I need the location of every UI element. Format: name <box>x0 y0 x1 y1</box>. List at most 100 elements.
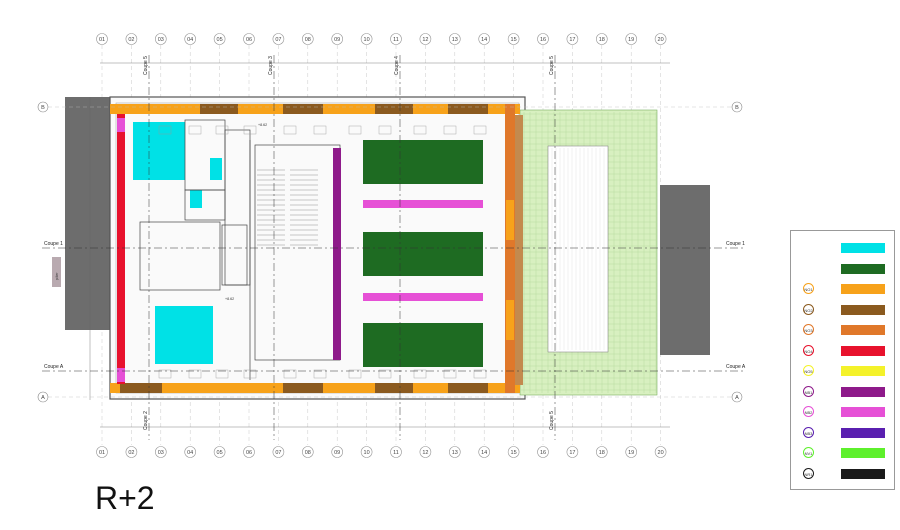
axis-top-label: 08 <box>305 37 311 43</box>
row-label-b-right: B <box>735 105 739 111</box>
axis-top-label: 06 <box>246 37 252 43</box>
axis-top-label: 20 <box>658 37 664 43</box>
purple-band <box>333 148 341 360</box>
axis-bottom-bubble <box>272 446 285 458</box>
axis-top-bubble <box>507 33 520 45</box>
axis-bottom-bubble <box>331 446 344 458</box>
legend-item <box>799 241 889 255</box>
section-label-1-left: Coupe 1 <box>44 241 63 247</box>
section-label-1-right: Coupe 1 <box>726 241 745 247</box>
legend-code-badge: NV1 <box>803 447 814 458</box>
axis-bottom-label: 16 <box>540 450 546 456</box>
axis-top-bubble <box>360 33 373 45</box>
cyan-room-south <box>155 306 213 364</box>
axis-bottom-bubble <box>566 446 579 458</box>
brown-beams <box>120 104 523 393</box>
axis-top-label: 14 <box>481 37 487 43</box>
level-mark-2: +8.62 <box>225 297 234 301</box>
axis-top-bubble <box>448 33 461 45</box>
axis-bottom-label: 08 <box>305 450 311 456</box>
row-axis-b: B B <box>37 101 743 113</box>
section-cut-vertical <box>148 55 556 440</box>
legend-code-badge: NO1 <box>803 283 814 294</box>
axis-top-label: 19 <box>628 37 634 43</box>
east-beam-light-2 <box>506 300 514 340</box>
axis-bottom-bubble <box>507 446 520 458</box>
axis-bottom-label: 04 <box>187 450 193 456</box>
axis-bottom-label: 20 <box>658 450 664 456</box>
green-block-3 <box>363 323 483 367</box>
east-beam-light <box>506 200 514 240</box>
axis-bottom-label: 06 <box>246 450 252 456</box>
legend-item: NO4 <box>799 344 889 358</box>
legend-swatch-green <box>841 263 885 274</box>
axis-top-label: 11 <box>393 37 399 43</box>
axis-bottom-bubble <box>390 446 402 458</box>
axis-bottom-label: 05 <box>217 450 223 456</box>
legend-item: NO3 <box>799 323 889 337</box>
row-label-a-right: A <box>735 395 739 401</box>
west-facade-pink <box>117 118 125 132</box>
legend-item: NO2 <box>799 303 889 317</box>
axis-bottom-label: 07 <box>275 450 281 456</box>
axis-top-label: 09 <box>334 37 340 43</box>
legend-code-badge: NB2 <box>803 406 814 417</box>
axis-bottom-bubble <box>213 446 226 458</box>
axis-top-bubble <box>243 33 255 45</box>
legend-code-badge: NR1 <box>803 467 814 479</box>
axis-top-label: 12 <box>422 37 428 43</box>
section-label-a-left: Coupe A <box>44 364 64 370</box>
axis-top-label: 03 <box>158 37 164 43</box>
column-details <box>158 125 487 379</box>
axis-top-bubble <box>478 33 491 45</box>
cyan-room-small-2 <box>210 158 222 180</box>
axis-bottom-label: 18 <box>599 450 605 456</box>
axis-top-bubble <box>331 33 344 45</box>
floor-title: R+2 <box>95 480 155 516</box>
axis-bottom-bubble <box>125 446 138 458</box>
axis-top-bubble <box>272 33 285 45</box>
axis-top-label: 07 <box>275 37 281 43</box>
stair-treads <box>257 169 318 246</box>
legend-swatch-brown <box>841 304 885 315</box>
legend-swatch-light-green <box>841 448 885 458</box>
level-mark: +8.62 <box>258 123 267 127</box>
axis-top-bubble <box>125 33 138 45</box>
legend-swatch-pink <box>841 407 885 417</box>
axis-bottom-label: 09 <box>334 450 340 456</box>
legend-code-badge: NO2 <box>803 303 814 315</box>
axis-bottom-bubble <box>184 446 196 458</box>
legend-swatch-red <box>841 345 885 356</box>
axis-bottom-bubble <box>360 446 373 458</box>
axis-top-bubble <box>566 33 579 45</box>
axis-bottom-bubble <box>243 446 255 458</box>
axis-top-label: 18 <box>599 37 605 43</box>
section-label-v4: Coupe 5 <box>549 56 555 75</box>
section-label-v2: Coupe 3 <box>268 56 274 75</box>
legend-item: NB2 <box>799 405 889 419</box>
axis-bottom-bubble <box>478 446 491 458</box>
axis-bottom-label: 17 <box>569 450 575 456</box>
row-axis-a: A A <box>37 391 743 403</box>
axis-bottom-bubble <box>448 446 461 458</box>
axis-bottom-bubble <box>654 446 667 458</box>
section-label-v3: Coupe 4 <box>394 56 400 75</box>
green-block-1 <box>363 140 483 184</box>
axis-top-bubble <box>155 33 167 45</box>
axis-top-label: 02 <box>128 37 134 43</box>
axis-bottom-bubble <box>96 446 108 458</box>
legend-code-badge: NB1 <box>803 385 814 397</box>
axis-top-bubble <box>96 33 108 45</box>
row-label-a-left: A <box>41 395 45 401</box>
cyan-room-small <box>190 190 202 208</box>
section-label-v5: Coupe 2 <box>143 411 149 430</box>
section-cut-a: Coupe A Coupe A <box>42 364 746 372</box>
legend-item: NB3 <box>799 426 889 440</box>
axis-top-label: 15 <box>511 37 517 43</box>
axis-top-bubble <box>537 33 549 45</box>
axis-top-bubble <box>654 33 667 45</box>
legend-swatch-cyan <box>841 243 885 253</box>
